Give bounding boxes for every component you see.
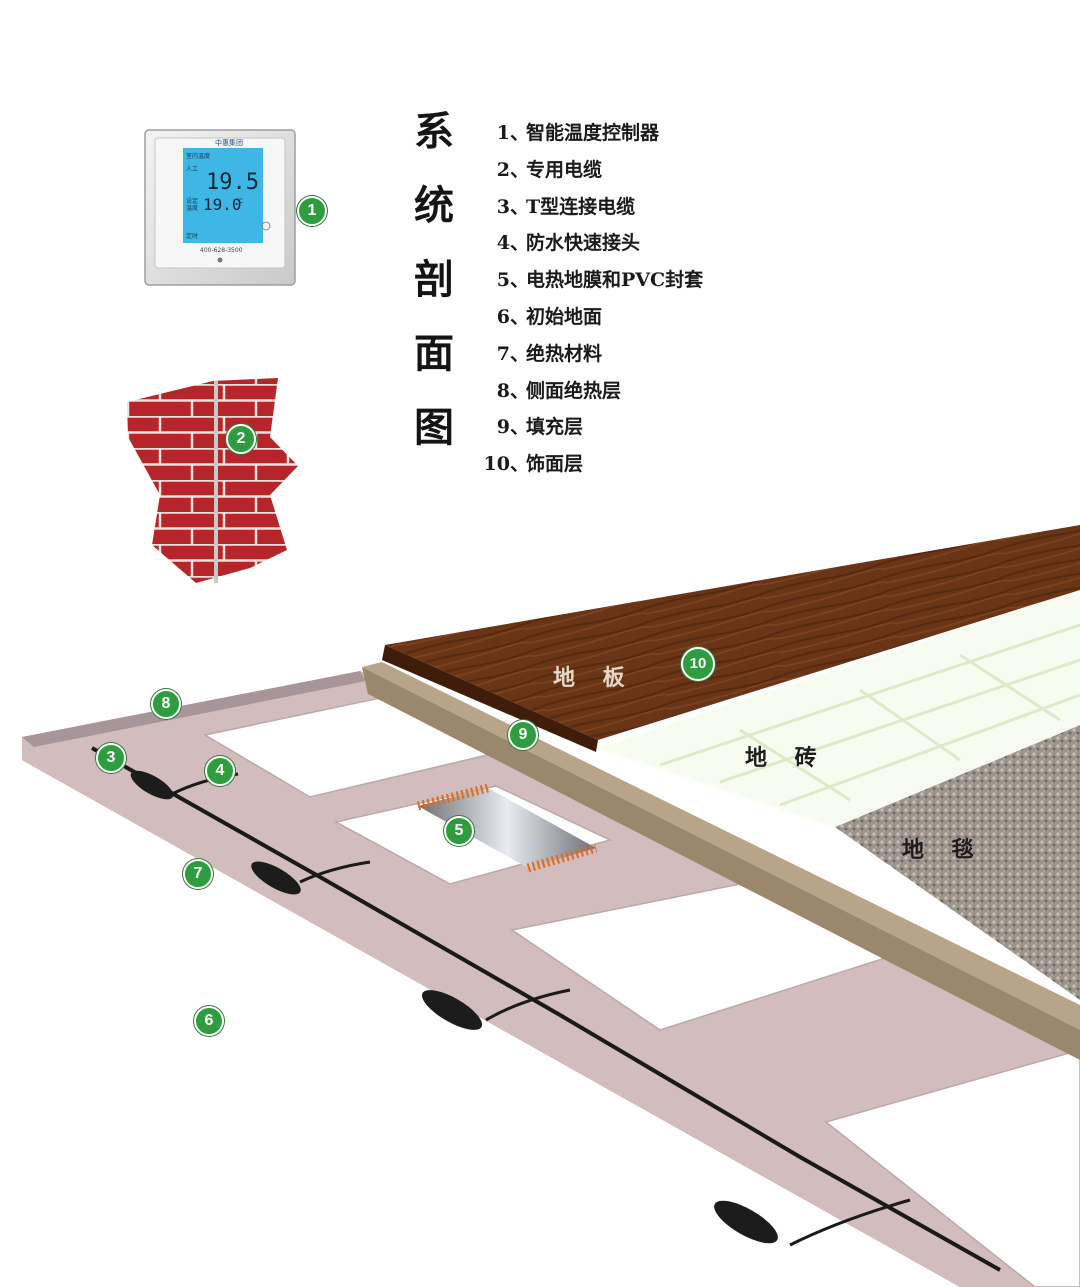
tile-grid bbox=[659, 623, 1080, 807]
cable-branches bbox=[171, 772, 911, 1247]
title-char: 图 bbox=[414, 404, 454, 451]
wood-floor-surface bbox=[385, 525, 1080, 740]
thermostat-set-temp: 19.0 bbox=[203, 195, 242, 214]
thermostat-unit: °C bbox=[236, 198, 243, 205]
wood-floor-edge bbox=[382, 645, 598, 752]
legend-item: 6、初始地面 bbox=[496, 305, 603, 328]
label-carpet-floor: 地 毯 bbox=[902, 838, 984, 863]
legend-item: 9、填充层 bbox=[496, 416, 584, 439]
callout-badge-thermostat: 1 bbox=[297, 196, 327, 226]
legend-item: 7、绝热材料 bbox=[496, 342, 603, 365]
callout-badge-base-floor: 6 bbox=[194, 1006, 224, 1036]
thermostat-set-label-1: 设定 bbox=[186, 197, 198, 205]
fill-layer-side bbox=[362, 667, 1080, 1060]
legend-item: 10、饰面层 bbox=[483, 453, 584, 476]
callout-badge-t-connector: 3 bbox=[96, 743, 126, 773]
legend-item: 4、防水快速接头 bbox=[496, 232, 641, 255]
thermostat-lcd bbox=[183, 148, 263, 243]
callout-badge-heating-film: 5 bbox=[444, 816, 474, 846]
tile-surface bbox=[598, 590, 1080, 827]
brick-wall bbox=[127, 378, 298, 583]
thermostat: 中惠集团 室内温度 人工 19.5 设定 温度 19.0 °C 定时 400-6… bbox=[144, 129, 296, 286]
insulation-layer bbox=[22, 671, 1080, 1287]
legend-item: 3、T型连接电缆 bbox=[496, 195, 636, 218]
carpet-surface bbox=[835, 725, 1080, 1000]
label-wood-floor: 地 板 bbox=[553, 666, 635, 691]
thermostat-hotline: 400-628-3500 bbox=[200, 247, 243, 254]
title-char: 系 bbox=[414, 108, 454, 155]
thermostat-room-label: 室内温度 bbox=[186, 152, 210, 160]
cable-connectors bbox=[130, 770, 778, 1244]
callout-badge-side-insulation: 8 bbox=[151, 689, 181, 719]
title-char: 剖 bbox=[414, 256, 454, 303]
label-tile-floor: 地 砖 bbox=[745, 746, 827, 771]
component-legend: 1、智能温度控制器 2、专用电缆 3、T型连接电缆 4、防水快速接头 5、电热地… bbox=[480, 118, 704, 486]
thermostat-status-label: 定时 bbox=[186, 232, 198, 240]
thermostat-mode-label: 人工 bbox=[186, 166, 198, 173]
legend-item: 8、侧面绝热层 bbox=[496, 379, 622, 402]
title-char: 统 bbox=[414, 182, 454, 229]
fill-layer-top bbox=[362, 662, 1080, 1030]
legend-item: 1、智能温度控制器 bbox=[496, 122, 660, 144]
callout-badge-cable: 2 bbox=[226, 424, 256, 454]
thermostat-room-temp: 19.5 bbox=[206, 170, 259, 195]
thermostat-set-label-2: 温度 bbox=[186, 204, 198, 212]
exposed-heating-film bbox=[416, 783, 598, 873]
title-char: 面 bbox=[414, 330, 454, 377]
thermostat-brand: 中惠集团 bbox=[215, 138, 243, 147]
power-icon bbox=[261, 221, 271, 231]
callout-badge-insulation: 7 bbox=[183, 859, 213, 889]
thermostat-led bbox=[217, 257, 223, 263]
callout-badge-fill-layer: 9 bbox=[508, 720, 538, 750]
heating-cable bbox=[91, 746, 1001, 1272]
side-insulation-strip bbox=[22, 671, 366, 747]
legend-item: 5、电热地膜和PVC封套 bbox=[496, 269, 704, 292]
callout-badge-finish-layer: 10 bbox=[681, 647, 715, 681]
diagram-title: 系 统 剖 面 图 bbox=[404, 112, 464, 482]
legend-item: 2、专用电缆 bbox=[496, 158, 603, 181]
callout-badge-waterproof-joint: 4 bbox=[205, 756, 235, 786]
